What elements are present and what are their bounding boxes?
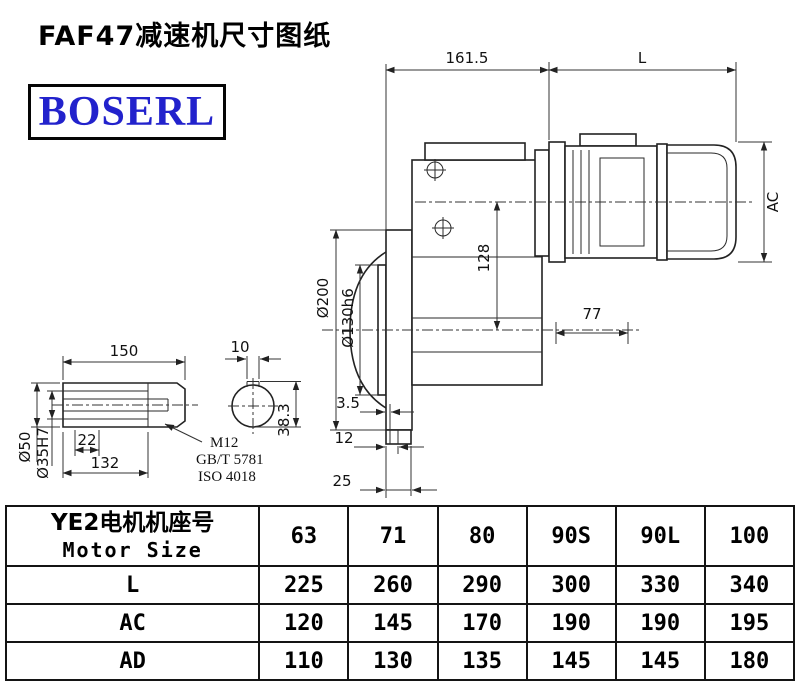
bolt-symbol [424, 159, 446, 181]
shaft-body [62, 382, 186, 428]
dim-12: 12 [334, 429, 424, 498]
col-header-63: 63 [258, 505, 350, 567]
dim-label: AC [764, 192, 782, 212]
dim-35H7: Ø35H7 [34, 390, 63, 479]
table-header-row: YE2电机机座号 Motor Size 63 71 80 90S 90L 100 [4, 505, 796, 567]
dim-label: 10 [230, 338, 249, 356]
dim-label: 25 [332, 472, 351, 490]
table-cell: 260 [347, 565, 439, 605]
dim-label: L [638, 49, 647, 67]
brand-logo: BOSERL [28, 84, 226, 140]
dim-AC: AC [738, 141, 782, 263]
table-header-en: Motor Size [62, 537, 203, 562]
dim-label: 128 [475, 244, 493, 273]
shaft-end-view [228, 378, 278, 434]
thread-callout: M12 GB/T 5781 ISO 4018 [164, 423, 264, 485]
dim-label: 77 [582, 305, 601, 323]
dim-50: Ø50 [16, 382, 60, 463]
dim-3-5: 3.5 [336, 394, 414, 430]
table-cell: 190 [614, 603, 706, 643]
col-header-80: 80 [436, 505, 528, 567]
table-cell: 225 [258, 565, 350, 605]
table-cell: 145 [614, 641, 706, 681]
table-row-AC: AC 120 145 170 190 190 195 [4, 603, 796, 643]
dim-25: 25 [332, 446, 437, 496]
col-header-71: 71 [347, 505, 439, 567]
dim-label: Ø35H7 [34, 427, 52, 479]
gear-unit-side-view [349, 142, 550, 445]
table-cell: 120 [258, 603, 350, 643]
table-cell: 110 [258, 641, 350, 681]
dim-22: 22 [74, 430, 100, 456]
table-cell: 145 [347, 603, 439, 643]
dim-161-5: 161.5 [385, 49, 550, 230]
table-row-AD: AD 110 130 135 145 145 180 [4, 641, 796, 681]
dim-label: 3.5 [336, 394, 360, 412]
motor-side-view [548, 133, 737, 263]
table-header-cn: YE2电机机座号 [50, 510, 215, 537]
dim-label: 22 [77, 431, 96, 449]
table-row-L: L 225 260 290 300 330 340 [4, 565, 796, 605]
dim-label: Ø130h6 [339, 288, 357, 348]
thread-label: M12 [210, 435, 238, 451]
table-cell: 170 [436, 603, 528, 643]
table-cell: 330 [614, 565, 706, 605]
table-cell: 290 [436, 565, 528, 605]
dim-label: 150 [110, 342, 139, 360]
col-header-90l: 90L [614, 505, 706, 567]
dim-77: 77 [555, 305, 629, 344]
dim-132: 132 [62, 432, 149, 478]
table-cell: 145 [525, 641, 617, 681]
brand-logo-text: BOSERL [38, 89, 216, 135]
dim-38-3: 38.3 [256, 381, 301, 437]
table-cell: 135 [436, 641, 528, 681]
bolt-symbol [432, 217, 454, 239]
table-cell: 190 [525, 603, 617, 643]
dim-label: Ø50 [16, 432, 34, 463]
motor-adapter [534, 149, 550, 257]
housing-top-cap [424, 142, 526, 161]
table-cell: 130 [347, 641, 439, 681]
page-title: FAF47减速机尺寸图纸 [38, 21, 332, 52]
dim-L: L [548, 49, 737, 142]
dim-label: 161.5 [446, 49, 489, 67]
row-label-AD: AD [4, 641, 261, 681]
dim-130h6: Ø130h6 [339, 264, 378, 396]
dim-label: 12 [334, 429, 353, 447]
motor-terminal-box [579, 133, 637, 147]
shaft-detail-view [52, 382, 198, 428]
motor-size-table: YE2电机机座号 Motor Size 63 71 80 90S 90L 100… [4, 505, 796, 681]
standard-label-gb: GB/T 5781 [196, 452, 264, 468]
standard-label-iso: ISO 4018 [198, 469, 256, 485]
dim-label: Ø200 [314, 278, 332, 318]
col-header-90s: 90S [525, 505, 617, 567]
dim-label: 38.3 [275, 403, 293, 436]
table-header-motor-size: YE2电机机座号 Motor Size [4, 505, 261, 567]
dim-200: Ø200 [314, 229, 386, 431]
table-cell: 195 [703, 603, 796, 643]
technical-drawing: 161.5 L AC Ø200 Ø130h6 128 [16, 49, 782, 498]
row-label-AC: AC [4, 603, 261, 643]
table-cell: 300 [525, 565, 617, 605]
table-cell: 340 [703, 565, 796, 605]
table-cell: 180 [703, 641, 796, 681]
dim-150: 150 [62, 342, 186, 380]
dim-10: 10 [225, 338, 281, 379]
dim-128: 128 [475, 201, 501, 330]
dim-label: 132 [91, 454, 120, 472]
row-label-L: L [4, 565, 261, 605]
col-header-100: 100 [703, 505, 796, 567]
